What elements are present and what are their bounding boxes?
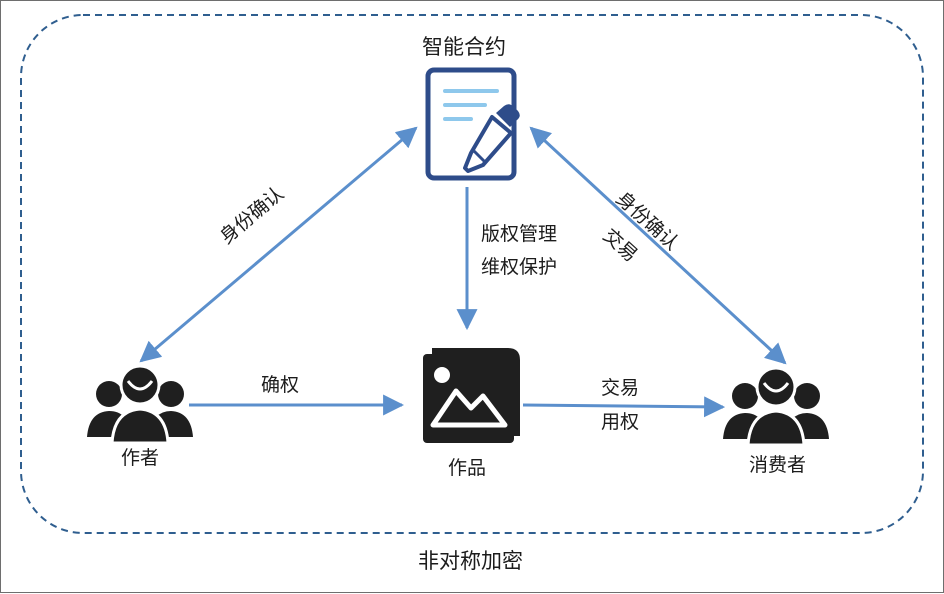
contract-document-icon [425,67,520,181]
encryption-boundary [20,14,924,534]
work-label: 作品 [448,457,487,479]
people-group-icon-consumer [723,366,829,447]
arrow-work-consumer [522,396,726,418]
rights-protection-label: 维权保护 [481,256,558,278]
copyright-management-label: 版权管理 [481,223,558,245]
author-label: 作者 [121,447,160,469]
consumer-label: 消费者 [749,454,807,476]
pencil-icon [463,104,520,173]
asymmetric-encryption-label: 非对称加密 [418,549,523,573]
arrow-contract-consumer [529,126,787,365]
rights-confirmation-label: 确权 [261,374,300,396]
image-gallery-icon [423,348,520,443]
arrow-contract-author [139,126,418,363]
smart-contract-label: 智能合约 [422,35,506,59]
people-group-icon-author [87,364,193,445]
trade-label: 交易 [601,377,640,399]
usage-rights-label: 用权 [601,411,640,433]
